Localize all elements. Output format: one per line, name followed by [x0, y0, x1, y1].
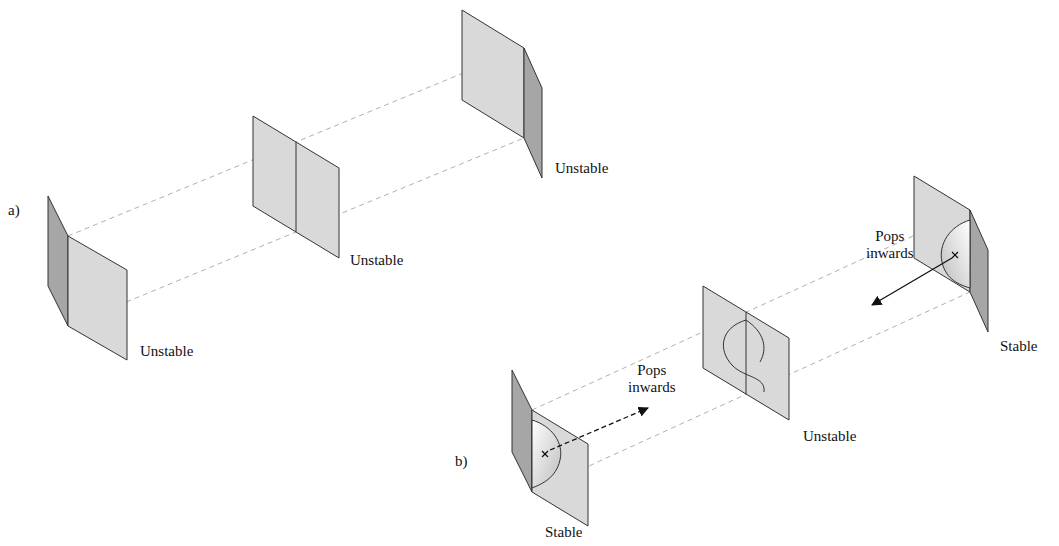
panel-label: a) [8, 202, 20, 219]
x-mark [542, 252, 958, 457]
panel-face [68, 236, 127, 360]
folded-flap [970, 210, 988, 332]
panel-label: Stable [545, 524, 583, 541]
pop-arrow [872, 258, 952, 305]
panel-label: b) [455, 453, 468, 470]
folded-flap [512, 370, 532, 492]
panel-face [532, 410, 588, 526]
folded-flap [48, 196, 68, 326]
buckle-bulge [941, 220, 970, 288]
panel-face [462, 10, 524, 138]
panel-label: Unstable [555, 160, 608, 177]
buckle-outline [723, 320, 764, 392]
flat-panel [703, 286, 789, 420]
panel-face [914, 176, 970, 292]
panel-label: Stable [1000, 338, 1038, 355]
fold-line [746, 312, 747, 394]
panel-label: Unstable [350, 252, 403, 269]
panel-label: Pops inwards [628, 362, 675, 397]
folded-flap [524, 48, 542, 178]
fold-line [296, 142, 297, 232]
buckle-outline [746, 320, 764, 362]
flat-panel [253, 116, 339, 258]
panel-label: Unstable [803, 428, 856, 445]
pop-arrow [550, 408, 648, 450]
buckle-bulge [532, 420, 561, 488]
panel-label: Pops inwards [866, 228, 913, 263]
panel-label: Unstable [140, 343, 193, 360]
